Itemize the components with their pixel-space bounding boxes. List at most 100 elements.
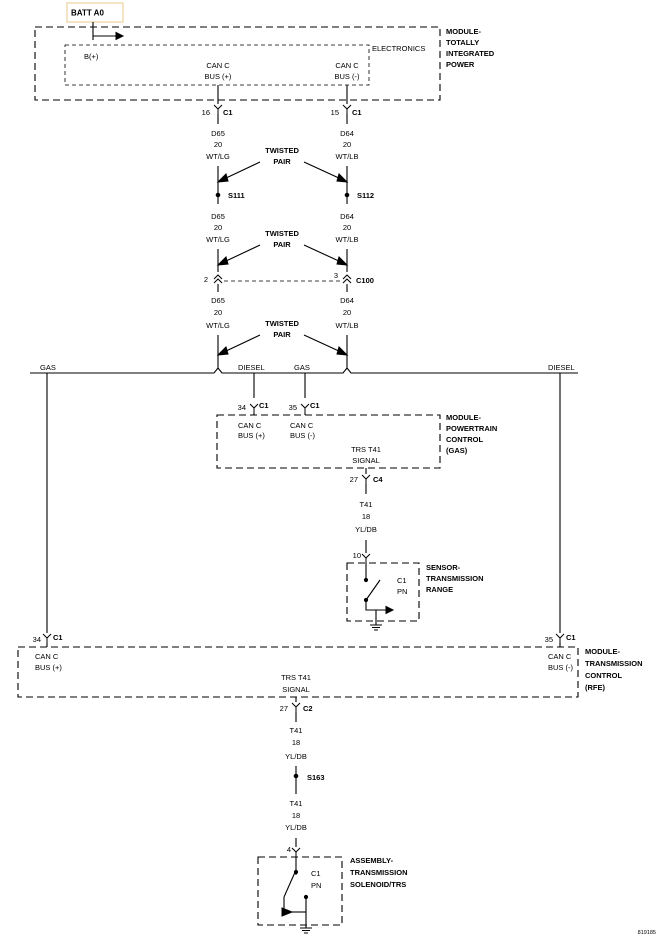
twisted-pair-3-leaders xyxy=(223,334,342,353)
d65-gauge-1: 20 xyxy=(214,140,222,149)
t41-color-2: YL/DB xyxy=(285,752,307,761)
t41-color-3: YL/DB xyxy=(285,823,307,832)
tcm-name-l3: CONTROL xyxy=(585,671,622,680)
splice-s163-label: S163 xyxy=(307,773,325,782)
trs-conn-pn: PN xyxy=(397,587,407,596)
t41-gauge-3: 18 xyxy=(292,811,300,820)
solenoid-name-l2: TRANSMISSION xyxy=(350,868,408,877)
splice-s112-label: S112 xyxy=(357,191,374,200)
pcm-pin35: 35 xyxy=(289,403,297,412)
trs-name-l3: RANGE xyxy=(426,585,453,594)
d64-circuit-1: D64 xyxy=(340,129,354,138)
splice-s111-dot xyxy=(215,192,221,198)
tipm-pin15: 15 xyxy=(331,108,339,117)
tcm-can-plus-l2: BUS (+) xyxy=(35,663,62,672)
tcm-module-box xyxy=(17,646,579,698)
pcm-name-l4: (GAS) xyxy=(446,446,468,455)
branch-gas-mid: GAS xyxy=(294,363,310,372)
c100-label: C100 xyxy=(356,276,374,285)
twisted-pair-1-l1: TWISTED xyxy=(265,146,299,155)
tcm-c1-right: C1 xyxy=(566,633,576,642)
twisted-pair-1-leaders xyxy=(223,161,342,180)
solenoid-pin: 4 xyxy=(287,845,291,854)
batt-label-box xyxy=(66,2,124,23)
d65-circuit-1: D65 xyxy=(211,129,225,138)
d64-gauge-1: 20 xyxy=(343,140,351,149)
t41-circuit-2: T41 xyxy=(290,726,303,735)
tipm-electronics-label: ELECTRONICS xyxy=(372,44,425,53)
tipm-pin16: 16 xyxy=(202,108,210,117)
t41-circuit-1: T41 xyxy=(360,500,373,509)
d64-color-2: WT/LB xyxy=(336,235,359,244)
batt-label: BATT A0 xyxy=(71,9,104,18)
d65-circuit-2: D65 xyxy=(211,212,225,221)
d64-color-1: WT/LB xyxy=(336,152,359,161)
branch-diesel-mid: DIESEL xyxy=(238,363,265,372)
tipm-c1-right: C1 xyxy=(352,108,362,117)
pcm-can-minus-l2: BUS (-) xyxy=(290,431,316,440)
t41-circuit-3: T41 xyxy=(290,799,303,808)
trs-arrow xyxy=(385,605,395,615)
twisted-pair-2-arrows xyxy=(216,256,349,266)
d65-gauge-3: 20 xyxy=(214,308,222,317)
pcm-can-plus-l1: CAN C xyxy=(238,421,262,430)
twisted-pair-3-l2: PAIR xyxy=(273,330,291,339)
twisted-pair-1-arrows xyxy=(216,173,349,183)
trs-switch-contact-top xyxy=(363,577,369,583)
tipm-can-plus-l2: BUS (+) xyxy=(205,72,232,81)
tcm-can-plus-l1: CAN C xyxy=(35,652,59,661)
solenoid-pin4-connector xyxy=(291,847,301,858)
pcm-trs-l2: SIGNAL xyxy=(352,456,380,465)
d64-gauge-3: 20 xyxy=(343,308,351,317)
trs-conn: C1 xyxy=(397,576,407,585)
twisted-pair-3-l1: TWISTED xyxy=(265,319,299,328)
branch-diesel-right: DIESEL xyxy=(548,363,575,372)
solenoid-ground-icon xyxy=(299,927,313,934)
solenoid-switch xyxy=(283,857,307,928)
tcm-pin34: 34 xyxy=(33,635,41,644)
pcm-trs-l1: TRS T41 xyxy=(351,445,381,454)
twisted-pair-3-arrows xyxy=(216,346,349,356)
solenoid-switch-pivot xyxy=(293,869,299,875)
branch-gas-left: GAS xyxy=(40,363,56,372)
tcm-name-l4: (RFE) xyxy=(585,683,605,692)
tcm-c2-connector xyxy=(291,702,301,713)
d65-color-3: WT/LG xyxy=(206,321,230,330)
tcm-name-l2: TRANSMISSION xyxy=(585,659,643,668)
tcm-trs-l2: SIGNAL xyxy=(282,685,310,694)
trs-sensor-switch xyxy=(365,563,386,611)
pcm-c4-label: C4 xyxy=(373,475,383,484)
figure-id: 819185 xyxy=(638,930,656,936)
splice-s163-dot xyxy=(293,773,299,779)
trs-switch-contact-pivot xyxy=(363,597,369,603)
t41-color-1: YL/DB xyxy=(355,525,377,534)
tcm-trs-pin: 27 xyxy=(280,704,288,713)
solenoid-switch-contact xyxy=(303,894,309,900)
d64-color-3: WT/LB xyxy=(336,321,359,330)
pcm-name-l2: POWERTRAIN xyxy=(446,424,497,433)
twisted-pair-2-l2: PAIR xyxy=(273,240,291,249)
tcm-can-minus-l1: CAN C xyxy=(548,652,572,661)
tipm-electronics-box xyxy=(64,44,370,86)
pcm-c1-pin35-connector xyxy=(300,403,310,414)
trs-sensor-box xyxy=(346,562,420,622)
tipm-can-minus-l1: CAN C xyxy=(335,61,359,70)
d65-color-1: WT/LG xyxy=(206,152,230,161)
pcm-name-l3: CONTROL xyxy=(446,435,483,444)
t41-gauge-2: 18 xyxy=(292,738,300,747)
pcm-module-box xyxy=(216,414,441,469)
twisted-pair-2-leaders xyxy=(223,244,342,263)
d65-gauge-2: 20 xyxy=(214,223,222,232)
tipm-can-plus-l1: CAN C xyxy=(206,61,230,70)
branch-bus-line xyxy=(30,367,578,374)
tipm-module-box xyxy=(34,26,441,101)
solenoid-conn: C1 xyxy=(311,869,321,878)
solenoid-name-l3: SOLENOID/TRS xyxy=(350,880,406,889)
solenoid-box xyxy=(257,856,343,926)
c100-pin3: 3 xyxy=(334,271,338,280)
tcm-can-minus-l2: BUS (-) xyxy=(548,663,574,672)
tcm-c1-pin34-connector xyxy=(42,633,52,644)
tipm-c1-pin16-connector xyxy=(213,104,223,115)
trs-name-l2: TRANSMISSION xyxy=(426,574,484,583)
